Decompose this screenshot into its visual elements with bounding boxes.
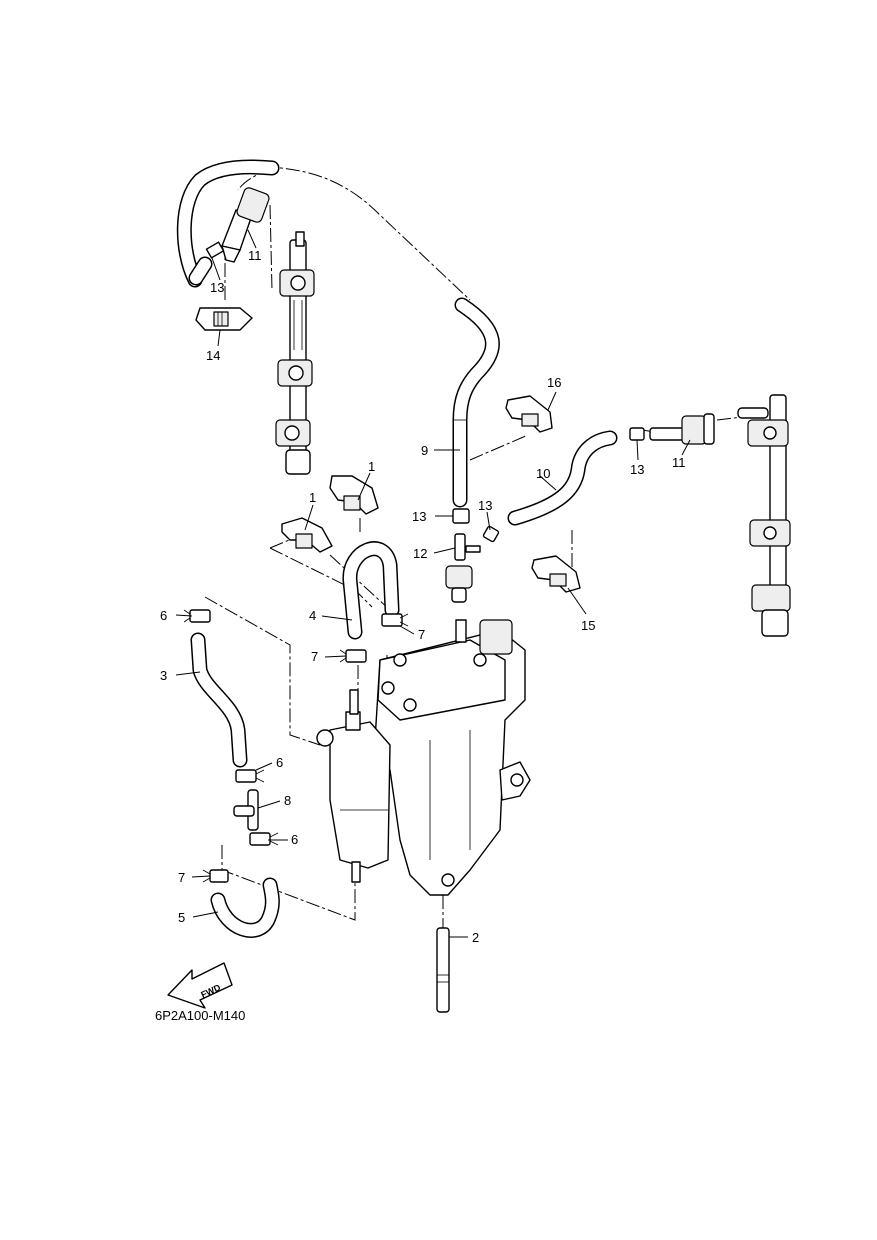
callout-5: 5 [178,910,185,925]
callout-2: 2 [472,930,479,945]
callout-11-left: 11 [248,248,262,263]
diagram-code: 6P2A100-M140 [155,1008,245,1023]
callout-7-right: 7 [418,627,425,642]
vapor-separator-tank [374,619,531,896]
joint-12 [445,533,481,603]
callout-6-mid: 6 [276,755,283,770]
callout-13-center-a: 13 [412,509,426,524]
clip-6-mid [235,769,265,783]
callout-12: 12 [413,546,427,561]
callout-4: 4 [309,608,316,623]
callout-13-left: 13 [210,280,224,295]
leader-lines [175,229,691,938]
callout-7-mid: 7 [311,649,318,664]
callout-numbers: 1 1 2 3 4 5 6 6 6 7 7 7 8 9 10 11 11 12 … [160,248,686,945]
callout-3: 3 [160,668,167,683]
hose-3 [190,632,248,768]
callout-16: 16 [547,375,561,390]
hose-5 [210,877,280,938]
hose-10 [507,430,618,526]
clamp-16 [505,395,553,433]
callout-7-lower: 7 [178,870,185,885]
callout-8: 8 [284,793,291,808]
clamp-1-upper [329,475,379,515]
clip-7-right [381,613,409,627]
joint-8 [233,789,259,831]
clip-13-center-b [482,525,500,543]
callout-13-center-b: 13 [478,498,492,513]
callout-11-right: 11 [672,455,686,470]
callout-13-right: 13 [630,462,644,477]
clip-13-center-a [452,508,470,524]
callout-6-top: 6 [160,608,167,623]
joint-11-right [649,413,715,445]
callout-15: 15 [581,618,595,633]
fuel-rail-right [737,394,791,637]
callout-6-bottom: 6 [291,832,298,847]
hose-9 [176,159,500,508]
callout-1-lower: 1 [309,490,316,505]
callout-10: 10 [536,466,550,481]
clip-6-bottom [249,832,279,846]
clamp-14 [195,307,253,331]
joint-11-left [221,187,270,263]
clamp-1-lower [281,517,333,553]
fuel-filter [316,689,391,883]
fwd-arrow-icon: FWD [167,962,233,1009]
hose-2 [436,895,450,1013]
clip-13-right [629,427,645,441]
clip-13-left [188,241,225,286]
fuel-rail-left [275,231,315,475]
hose-4 [342,541,400,640]
callout-9: 9 [421,443,428,458]
clamp-15 [531,555,581,593]
callout-14: 14 [206,348,220,363]
callout-1-upper: 1 [368,459,375,474]
